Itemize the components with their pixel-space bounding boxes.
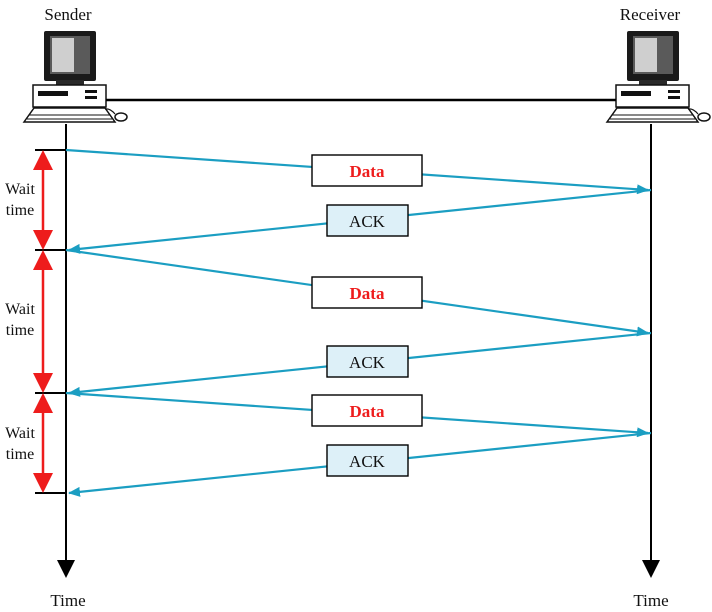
svg-text:Data: Data	[350, 162, 385, 181]
svg-text:Wait: Wait	[5, 181, 35, 198]
data-frame-box: Data	[311, 276, 423, 309]
wait-time-arrow	[33, 150, 53, 250]
wait-time-arrow	[33, 250, 53, 393]
receiver-time-arrowhead	[642, 560, 660, 578]
wait-time-label: Wait time	[5, 425, 35, 463]
svg-text:time: time	[6, 446, 34, 463]
receiver-computer-icon	[605, 31, 711, 123]
data-frame-box: Data	[311, 394, 423, 427]
svg-text:Data: Data	[350, 402, 385, 421]
sender-time-arrowhead	[57, 560, 75, 578]
ack-box: ACK	[326, 345, 409, 378]
svg-text:ACK: ACK	[349, 212, 386, 231]
svg-text:time: time	[6, 202, 34, 219]
ack-box: ACK	[326, 204, 409, 237]
sender-label: Sender	[44, 5, 92, 24]
svg-text:ACK: ACK	[349, 452, 386, 471]
svg-text:ACK: ACK	[349, 353, 386, 372]
svg-text:Data: Data	[350, 284, 385, 303]
sender-computer-icon	[22, 31, 128, 123]
receiver-time-label: Time	[633, 591, 668, 610]
svg-text:Wait: Wait	[5, 425, 35, 442]
sender-time-label: Time	[50, 591, 85, 610]
wait-time-label: Wait time	[5, 301, 35, 339]
wait-time-arrow	[33, 393, 53, 493]
receiver-label: Receiver	[620, 5, 681, 24]
wait-time-label: Wait time	[5, 181, 35, 219]
data-frame-box: Data	[311, 154, 423, 187]
svg-text:Wait: Wait	[5, 301, 35, 318]
svg-text:time: time	[6, 322, 34, 339]
ack-box: ACK	[326, 444, 409, 477]
